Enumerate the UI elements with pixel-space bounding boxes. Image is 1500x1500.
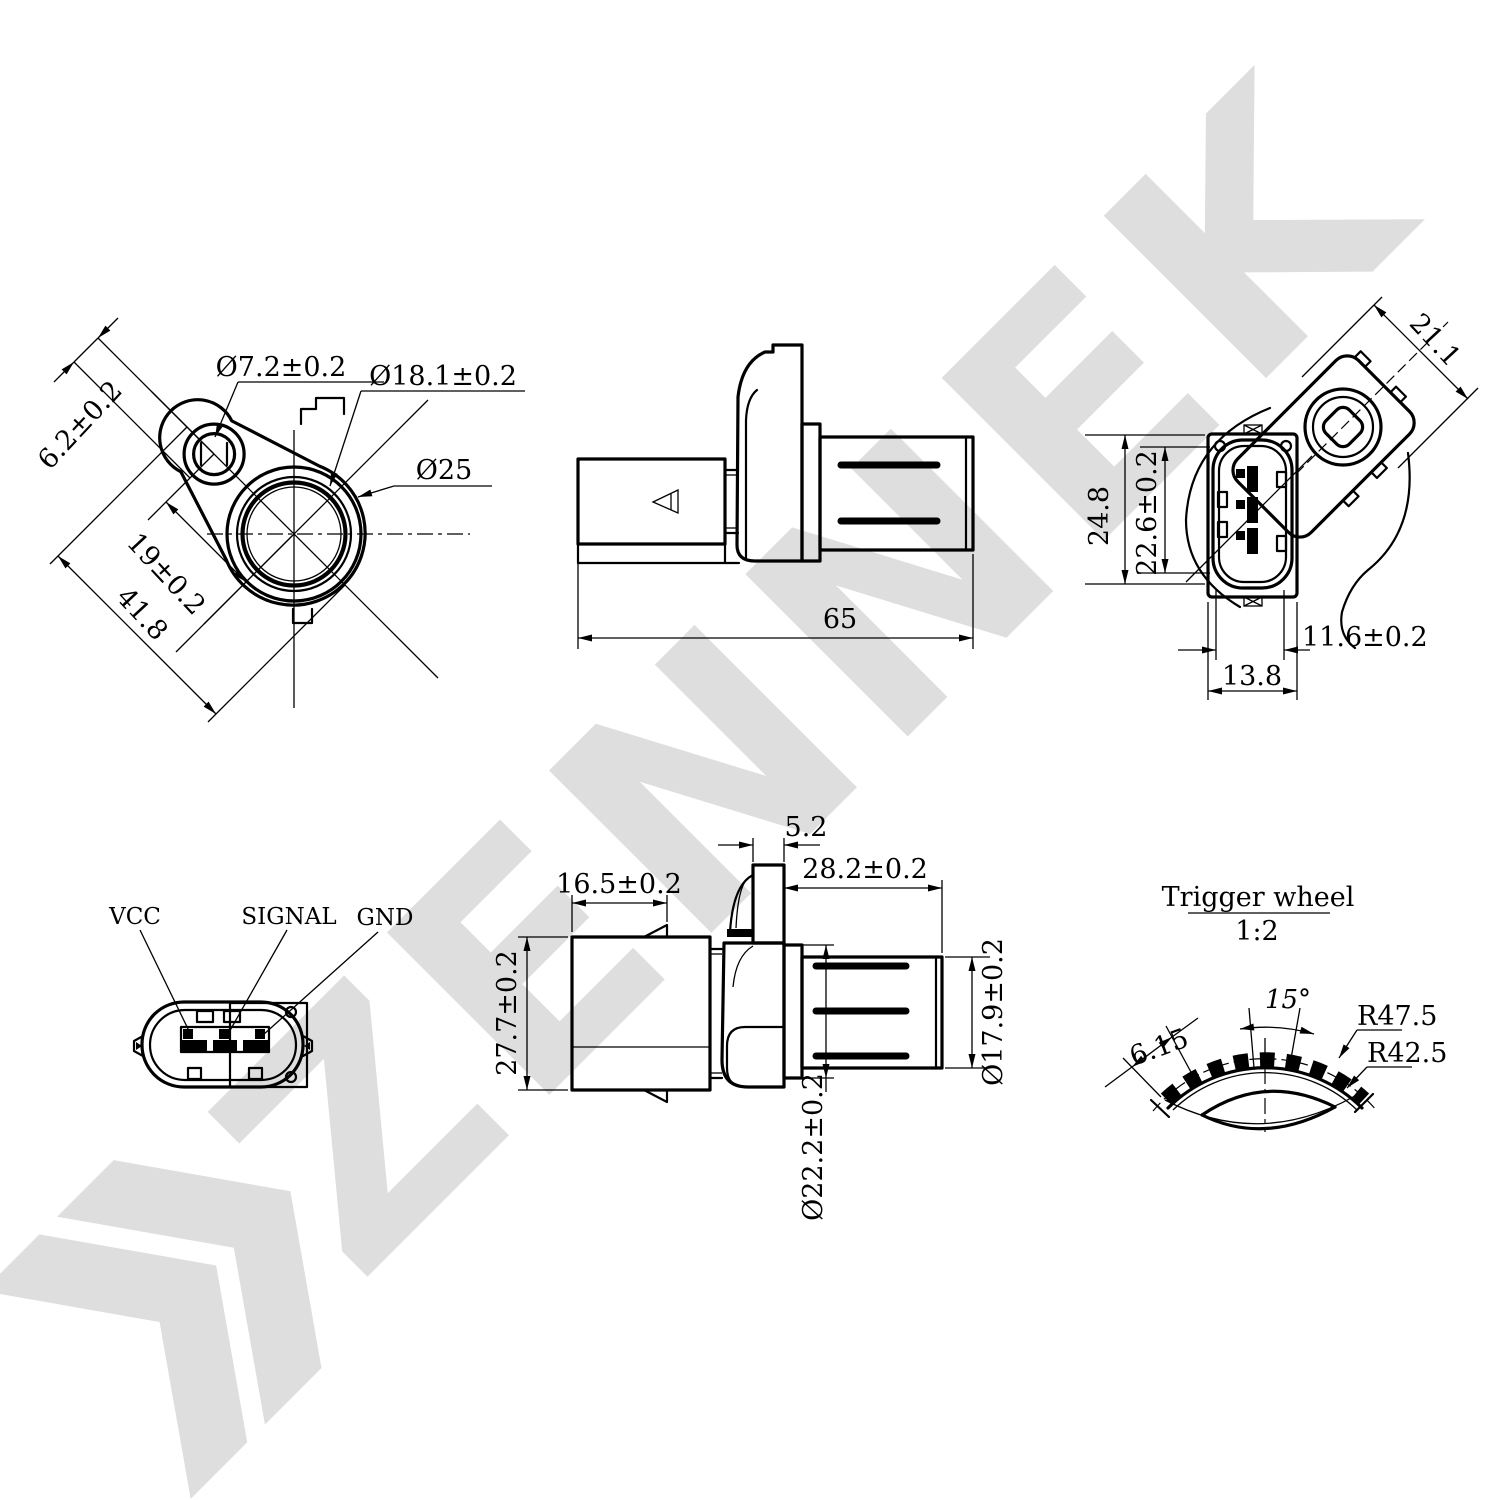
dim-front-hole-dia: Ø7.2±0.2 bbox=[216, 352, 347, 383]
dim-root-radius: R42.5 bbox=[1367, 1038, 1447, 1069]
trigger-wheel-view: Trigger wheel 1:2 15° 6.15 R47.5 bbox=[1104, 882, 1447, 1132]
sensor-barrel-2 bbox=[800, 955, 944, 1070]
trigger-wheel-scale: 1:2 bbox=[1235, 916, 1278, 947]
terminal-signal bbox=[213, 1040, 237, 1051]
dim-profile-barrel-len: 28.2±0.2 bbox=[802, 854, 928, 885]
pin-label-signal: SIGNAL bbox=[241, 904, 336, 930]
dim-front-ear-offset: 6.2±0.2 bbox=[32, 375, 129, 476]
front-view: Ø7.2±0.2 Ø18.1±0.2 Ø25 6.2±0.2 19±0.2 41… bbox=[32, 317, 525, 723]
dim-profile-tab: 5.2 bbox=[785, 812, 828, 843]
sensor-body-outline bbox=[158, 398, 367, 607]
polarity-triangle-mark bbox=[651, 488, 679, 514]
pin-label-vcc: VCC bbox=[108, 904, 161, 930]
dim-tooth-pitch-angle: 15° bbox=[1265, 985, 1311, 1015]
mounting-flange bbox=[735, 343, 804, 563]
side-view: 65 bbox=[576, 343, 975, 649]
connector-housing-2 bbox=[570, 935, 712, 1092]
dim-rear-conn-width: 13.8 bbox=[1222, 661, 1282, 692]
dim-profile-barrel-dia: Ø17.9±0.2 bbox=[978, 938, 1009, 1086]
dim-rear-pin-span: 11.6±0.2 bbox=[1302, 622, 1428, 653]
dim-profile-flange-dia: Ø22.2±0.2 bbox=[798, 1073, 829, 1221]
dim-rear-conn-height: 22.6±0.2 bbox=[1132, 450, 1163, 576]
terminal-vcc bbox=[182, 1040, 207, 1051]
dim-side-length: 65 bbox=[823, 604, 857, 635]
dim-tooth-width: 6.15 bbox=[1126, 1023, 1193, 1073]
terminal-gnd bbox=[243, 1040, 268, 1051]
brand-double-chevron-icon bbox=[0, 1160, 322, 1499]
dim-front-ring-dia: Ø18.1±0.2 bbox=[369, 361, 517, 392]
pinout-view: VCC SIGNAL GND bbox=[108, 904, 414, 1089]
pinout-outer-oval bbox=[140, 1000, 305, 1089]
dim-front-outer-dia: Ø25 bbox=[416, 455, 473, 486]
watermark: ZENNEK bbox=[0, 10, 1481, 1499]
connector-housing bbox=[576, 457, 727, 546]
dim-rear-height: 24.8 bbox=[1084, 486, 1115, 546]
profile-view: 5.2 28.2±0.2 16.5±0.2 27.7±0.2 Ø17.9±0.2… bbox=[492, 812, 1009, 1221]
connector-pins bbox=[1236, 466, 1258, 554]
dim-tip-radius: R47.5 bbox=[1357, 1001, 1437, 1032]
rear-view: 21.1 24.8 22.6±0.2 11.6±0.2 13.8 bbox=[1084, 296, 1479, 700]
terminal-bar bbox=[179, 1025, 271, 1054]
mounting-flange-2 bbox=[720, 941, 786, 1089]
pin-label-gnd: GND bbox=[357, 905, 414, 931]
dim-profile-conn-len: 16.5±0.2 bbox=[556, 869, 682, 900]
trigger-wheel-title: Trigger wheel bbox=[1162, 882, 1355, 913]
sensor-barrel bbox=[818, 435, 975, 552]
dim-profile-conn-height: 27.7±0.2 bbox=[492, 950, 523, 1076]
